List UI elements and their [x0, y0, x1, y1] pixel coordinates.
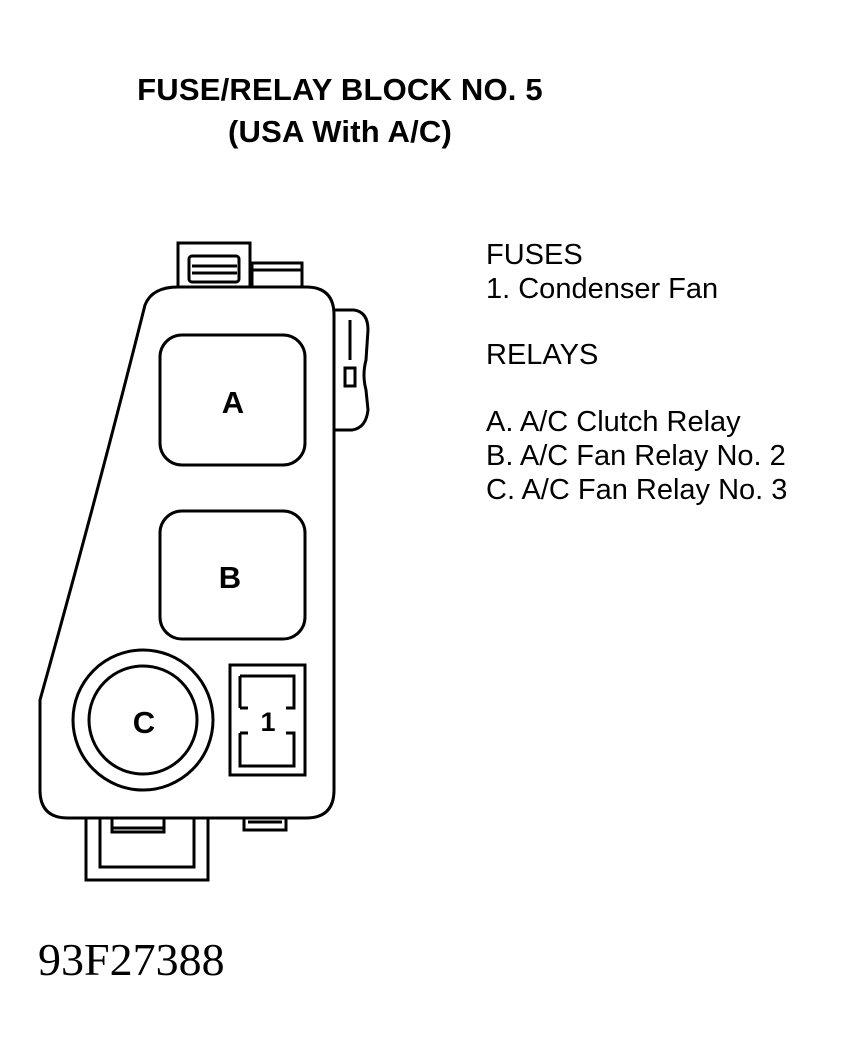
relay-c-outer: [71, 648, 215, 792]
fuses-heading: FUSES: [486, 239, 583, 271]
bottom-tab: [242, 816, 288, 832]
side-clip: [334, 308, 370, 432]
top-latch: [176, 241, 252, 290]
fuse-item: 1. Condenser Fan: [486, 273, 719, 305]
relay-a: [158, 333, 307, 467]
diagram-title: FUSE/RELAY BLOCK NO. 5: [137, 72, 543, 107]
fuse-1-label: 1: [260, 707, 275, 737]
relay-c-inner: [87, 664, 199, 776]
relay-item-c: C. A/C Fan Relay No. 3: [486, 474, 788, 506]
relays-heading: RELAYS: [486, 339, 599, 371]
diagram-subtitle: (USA With A/C): [227, 114, 453, 149]
bottom-latch: [84, 816, 210, 882]
fuse-1: [228, 663, 307, 777]
relay-item-b: B. A/C Fan Relay No. 2: [486, 440, 786, 472]
figure-code: 93F27388: [38, 934, 225, 985]
relay-b-label: B: [219, 560, 241, 595]
relay-b: [158, 509, 307, 641]
block-housing: [38, 285, 336, 820]
top-tab: [250, 261, 304, 290]
relay-item-a: A. A/C Clutch Relay: [486, 406, 741, 438]
relay-c-label: C: [133, 705, 155, 740]
relay-a-label: A: [222, 385, 244, 420]
